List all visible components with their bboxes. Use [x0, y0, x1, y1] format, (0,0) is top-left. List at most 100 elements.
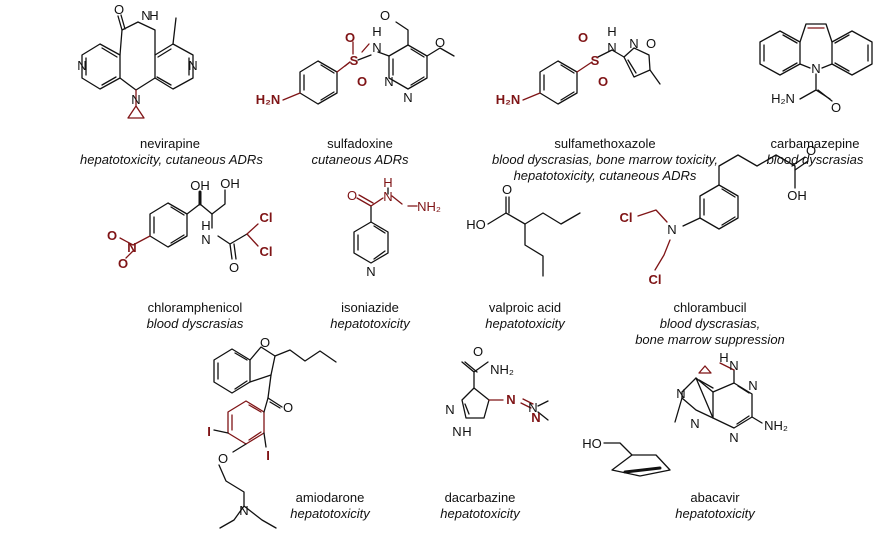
atom-label: N [729, 430, 738, 445]
atom-label: H₂N [771, 91, 795, 106]
atom-label: O [598, 74, 608, 89]
atom-label: H [462, 424, 471, 439]
atom-label: O [229, 260, 239, 275]
adverse-effect: hepatotoxicity [330, 316, 410, 331]
atom-label: N [528, 400, 537, 415]
adverse-effect: bone marrow suppression [635, 332, 785, 347]
atom-label: O [283, 400, 293, 415]
atom-label: S [350, 53, 359, 68]
adverse-effect: hepatotoxicity [290, 506, 370, 521]
caption-amiodarone: amiodarone hepatotoxicity [270, 490, 390, 522]
compound-name: sulfamethoxazole [554, 136, 656, 151]
compound-name: dacarbazine [444, 490, 516, 505]
caption-abacavir: abacavir hepatotoxicity [655, 490, 775, 522]
adverse-effect: hepatotoxicity [440, 506, 520, 521]
atom-label: N [239, 503, 248, 518]
atom-label: NH₂ [417, 199, 441, 214]
atom-label: HO [466, 217, 486, 232]
atom-label: N [201, 232, 210, 247]
atom-label: Cl [260, 210, 273, 225]
structure-dacarbazine [461, 361, 549, 421]
atom-label: N [452, 424, 461, 439]
atom-label: N [445, 402, 454, 417]
caption-nevirapine: nevirapine hepatotoxicity, cutaneous ADR… [80, 136, 263, 168]
caption-isoniazide: isoniazide hepatotoxicity [310, 300, 430, 332]
compound-name: isoniazide [341, 300, 399, 315]
atom-label: N [127, 240, 136, 255]
atom-label: OH [220, 176, 240, 191]
atom-label: N [403, 90, 412, 105]
atom-label: N [506, 392, 515, 407]
atom-label: H [383, 175, 392, 190]
atom-label: O [260, 335, 270, 350]
compound-name: abacavir [690, 490, 740, 505]
atom-label: H [201, 218, 210, 233]
caption-chloramphenicol: chloramphenicol blood dyscrasias [115, 300, 275, 332]
atom-label: O [578, 30, 588, 45]
structure-chloramphenicol [119, 189, 259, 260]
atom-label: N [531, 410, 540, 425]
adverse-effect: hepatotoxicity [485, 316, 565, 331]
adverse-effect: blood dyscrasias, bone marrow toxicity, [492, 152, 718, 167]
atom-label: O [118, 256, 128, 271]
atom-label: O [114, 2, 124, 17]
atom-label: N [131, 92, 140, 107]
atom-label: N [676, 386, 685, 401]
atom-label: O [345, 30, 355, 45]
atom-label: N [729, 358, 738, 373]
compound-name: valproic acid [488, 300, 562, 315]
caption-chlorambucil: chlorambucil blood dyscrasias, bone marr… [615, 300, 805, 348]
atom-label: H [149, 8, 158, 23]
atom-label: O [380, 8, 390, 23]
atom-label: O [357, 74, 367, 89]
atom-label: O [347, 188, 357, 203]
atom-label: N [811, 61, 820, 76]
atom-label: OH [190, 178, 210, 193]
caption-dacarbazine: dacarbazine hepatotoxicity [420, 490, 540, 522]
structure-amiodarone [213, 346, 337, 529]
adverse-effect: blood dyscrasias [146, 316, 244, 331]
atom-label: N [188, 58, 197, 73]
caption-valproic: valproic acid hepatotoxicity [465, 300, 585, 332]
atom-label: H₂N [496, 92, 521, 107]
compound-name: amiodarone [295, 490, 365, 505]
atom-label: NH₂ [764, 418, 788, 433]
compound-name: chloramphenicol [147, 300, 243, 315]
caption-sulfadoxine: sulfadoxine cutaneous ADRs [280, 136, 440, 168]
adverse-effect: hepatotoxicity, cutaneous ADRs [513, 168, 697, 183]
atom-label: O [646, 36, 656, 51]
atom-label: N [77, 58, 86, 73]
atom-label: N [372, 40, 381, 55]
atom-label: N [607, 40, 616, 55]
atom-label: O [107, 228, 117, 243]
atom-label: Cl [260, 244, 273, 259]
atom-label: HO [582, 436, 602, 451]
atom-label: H [607, 24, 616, 39]
atom-label: I [266, 448, 270, 463]
caption-sulfamethoxazole: sulfamethoxazole blood dyscrasias, bone … [465, 136, 745, 184]
structure-isoniazide [353, 187, 418, 264]
adverse-effect: cutaneous ADRs [311, 152, 409, 167]
atom-label: O [806, 143, 816, 158]
atom-label: O [218, 451, 228, 466]
atom-label: Cl [649, 272, 662, 287]
atom-label: H [372, 24, 381, 39]
atom-label: S [591, 53, 600, 68]
atom-label: O [831, 100, 841, 115]
atom-label: NH₂ [490, 362, 514, 377]
atom-label: O [502, 182, 512, 197]
atom-label: N [667, 222, 676, 237]
adverse-effect: hepatotoxicity, cutaneous ADRs [80, 152, 263, 167]
atom-label: N [748, 378, 757, 393]
atom-label: OH [787, 188, 807, 203]
adverse-effect: blood dyscrasias [766, 152, 864, 167]
atom-label: N [690, 416, 699, 431]
structure-valproic [487, 196, 581, 277]
caption-carbamazepine: carbamazepine blood dyscrasias [745, 136, 885, 168]
compound-name: sulfadoxine [327, 136, 393, 151]
compound-name: nevirapine [140, 136, 200, 151]
atom-label: Cl [620, 210, 633, 225]
compound-name: chlorambucil [673, 300, 747, 315]
atom-label: O [473, 344, 483, 359]
